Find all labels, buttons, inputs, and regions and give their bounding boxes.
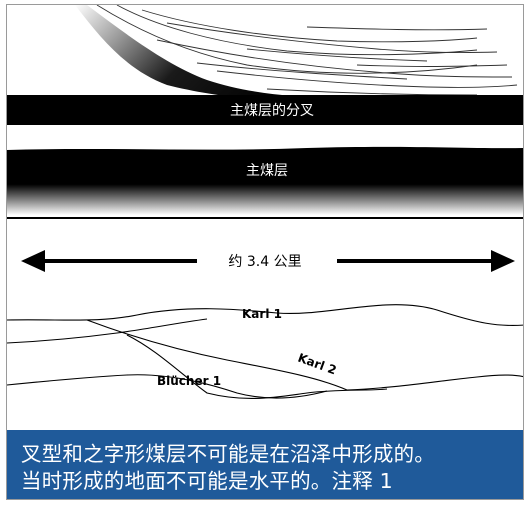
base-line (346, 374, 523, 391)
caption-banner: 叉型和之字形煤层不可能是在沼泽中形成的。 当时形成的地面不可能是水平的。注释 1 (7, 430, 523, 499)
distance-label: 约 3.4 公里 (228, 254, 301, 270)
coal-seam-section: 主煤层的分叉 主煤层 (7, 5, 523, 215)
seam-main-label: 主煤层 (246, 163, 288, 179)
figure-frame: 主煤层的分叉 主煤层 约 3.4 公里 Karl 1 Karl 2 Blüche… (6, 4, 524, 500)
karl2-line (86, 319, 348, 391)
seam-split-band (7, 95, 523, 125)
seam-branch-wedge (75, 5, 337, 102)
sediment-lines (96, 5, 518, 96)
distance-arrow: 约 3.4 公里 (21, 250, 515, 272)
coal-seam-diagram: 主煤层的分叉 主煤层 约 3.4 公里 Karl 1 Karl 2 Blüche… (7, 5, 523, 399)
seam-split-label: 主煤层的分叉 (230, 103, 314, 119)
caption-line-2: 当时形成的地面不可能是水平的。注释 1 (21, 469, 393, 493)
caption-line-1: 叉型和之字形煤层不可能是在沼泽中形成的。 (21, 442, 435, 466)
karl1-lower-line (7, 318, 208, 344)
label-karl1: Karl 1 (242, 307, 282, 321)
label-karl2: Karl 2 (296, 351, 338, 378)
seam-main-band (7, 146, 523, 215)
blucher1-line (7, 374, 328, 399)
layer-profile (7, 304, 523, 399)
blucher1-upper-line (126, 334, 388, 399)
label-blucher1: Blücher 1 (157, 374, 221, 388)
karl1-line (7, 304, 523, 327)
